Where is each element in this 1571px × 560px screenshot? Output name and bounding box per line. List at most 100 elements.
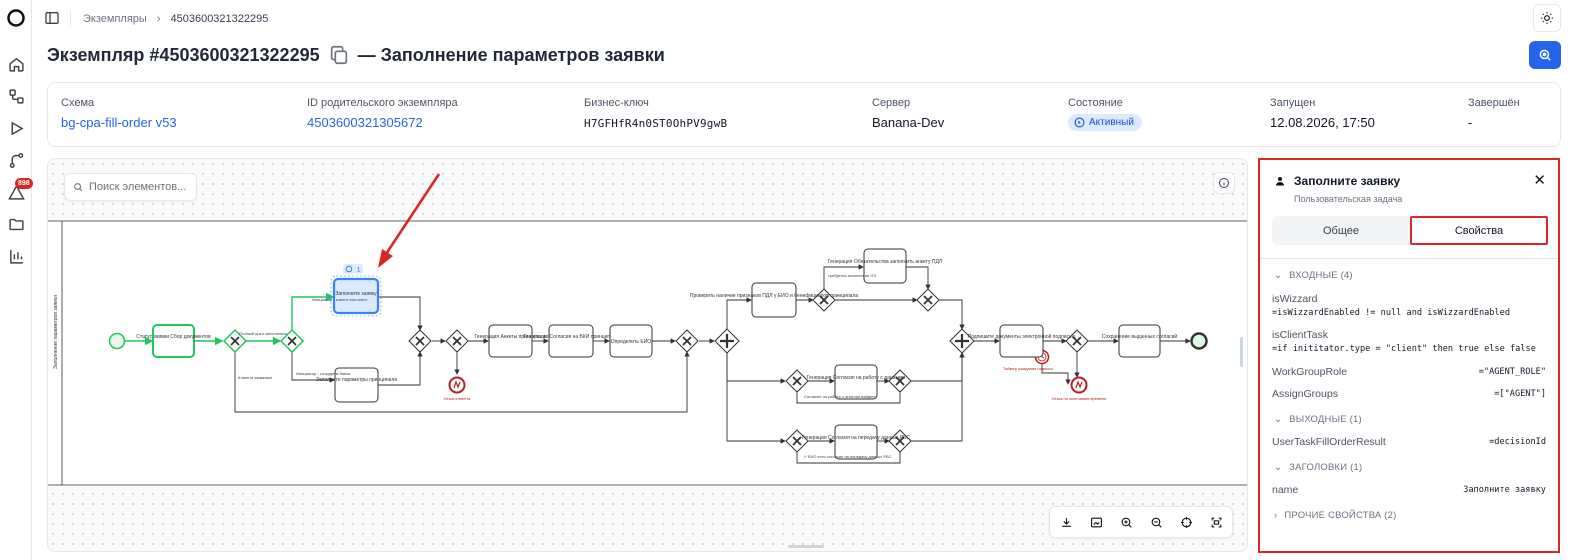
- info-label: Бизнес-ключ: [584, 97, 649, 109]
- property-name: UserTaskFillOrderResult: [1272, 436, 1386, 448]
- section-title: ВЫХОДНЫЕ (1): [1289, 414, 1362, 425]
- svg-text:Генерация Согласия на передачу: Генерация Согласия на передачу данных РБ…: [802, 435, 910, 441]
- left-sidebar: 898: [0, 0, 33, 560]
- info-label: ID родительского экземпляра: [307, 97, 458, 109]
- info-schema: Схема bg-cpa-fill-order v53: [61, 97, 177, 130]
- section-outputs[interactable]: ⌄ ВЫХОДНЫЕ (1): [1274, 414, 1362, 425]
- incidents-badge: 898: [15, 178, 33, 189]
- business-key-value: H7GFHfR4n0ST0OhPV9gwB: [584, 117, 728, 130]
- search-input[interactable]: [89, 181, 189, 193]
- divider: [1260, 258, 1558, 259]
- svg-text:Генерация Согласия на работу с: Генерация Согласия на работу с данными: [807, 375, 906, 381]
- chevron-down-icon: ⌄: [1274, 414, 1283, 425]
- bpmn-diagram[interactable]: Заполнение параметров заявки: [48, 159, 1248, 552]
- fit-screen-button[interactable]: [1204, 510, 1228, 534]
- info-label: Состояние: [1068, 97, 1123, 109]
- incidents-icon[interactable]: [6, 182, 26, 202]
- center-button[interactable]: [1174, 510, 1198, 534]
- task-consent-rbs[interactable]: Генерация Согласия на передачу данных РБ…: [802, 424, 910, 460]
- svg-text:Генерация Обязательства заполн: Генерация Обязательства заполнить анкету…: [828, 259, 942, 265]
- reports-icon[interactable]: [6, 246, 26, 266]
- server-value: Banana-Dev: [872, 115, 945, 130]
- processes-icon[interactable]: [6, 86, 26, 106]
- folder-icon[interactable]: [6, 214, 26, 234]
- tab-general[interactable]: Общее: [1322, 224, 1360, 237]
- theme-toggle-button[interactable]: [1533, 4, 1561, 32]
- start-event[interactable]: [108, 332, 126, 350]
- diagram-info-button[interactable]: [1213, 172, 1235, 194]
- pool-label: Заполнение параметров заявки: [53, 295, 59, 369]
- property-name: isWizzard: [1272, 293, 1318, 305]
- property-value: =decisionId: [1489, 437, 1546, 447]
- crosshair-icon: [1180, 516, 1192, 528]
- flow-label: Полный цикл заполнения: [239, 331, 286, 336]
- end-event[interactable]: [1190, 332, 1208, 350]
- flow-label: Инициатор - сотрудник банка: [296, 371, 351, 376]
- download-button[interactable]: [1054, 510, 1078, 534]
- svg-text:Генерация Анкеты принципала: Генерация Анкеты принципала: [474, 334, 546, 340]
- top-bar: Экземпляры › 4503600321322295: [44, 4, 1561, 32]
- active-status-icon: [1074, 117, 1085, 128]
- panel-header: Заполните заявку: [1274, 174, 1400, 188]
- info-server: Сервер Banana-Dev: [872, 97, 944, 130]
- info-label: Сервер: [872, 97, 911, 109]
- sidebar-toggle-icon[interactable]: [44, 10, 60, 29]
- logo-icon[interactable]: [6, 8, 26, 28]
- panel-tabs: Общее Свойства: [1272, 216, 1548, 245]
- task-save[interactable]: Сохранение выданных согласий: [1102, 324, 1178, 358]
- tab-properties[interactable]: Свойства: [1410, 216, 1548, 245]
- task-params[interactable]: Заполните параметры принципала: [316, 367, 397, 403]
- info-business-key: Бизнес-ключ H7GFHfR4n0ST0OhPV9gwB: [584, 97, 727, 130]
- info-state: Состояние Активный: [1068, 97, 1142, 133]
- task-eio[interactable]: Определить ЕИО: [609, 324, 653, 358]
- branch-icon[interactable]: [6, 150, 26, 170]
- breadcrumb-instances[interactable]: Экземпляры: [83, 13, 147, 25]
- search-zoom-button[interactable]: [1529, 41, 1561, 69]
- error-end-event[interactable]: [1070, 376, 1088, 394]
- info-label: Схема: [61, 97, 95, 109]
- zoom-in-icon: [1121, 517, 1132, 528]
- zoom-out-button[interactable]: [1144, 510, 1168, 534]
- task-check-pdl[interactable]: Проверить наличие признаков ПДЛ у ЕИО и …: [690, 282, 859, 318]
- resize-handle[interactable]: [788, 545, 824, 548]
- flow-label: Таймер ожидания подписи: [1003, 366, 1053, 371]
- task-sign[interactable]: Подпишите документы электронной подписью: [968, 324, 1076, 358]
- chevron-down-icon: ⌄: [1274, 462, 1283, 473]
- export-image-button[interactable]: [1084, 510, 1108, 534]
- property-name: WorkGroupRole: [1272, 366, 1348, 378]
- home-icon[interactable]: [6, 54, 26, 74]
- chevron-right-icon: ›: [156, 13, 161, 25]
- info-icon: [1219, 178, 1229, 188]
- play-icon[interactable]: [6, 118, 26, 138]
- download-icon: [1061, 517, 1071, 527]
- chevron-right-icon: ›: [1274, 510, 1278, 521]
- task-bki[interactable]: Генерация Согласия на БКИ принципала: [523, 324, 619, 358]
- parent-instance-link[interactable]: 4503600321305672: [307, 115, 423, 130]
- user-task-icon: [1276, 177, 1284, 186]
- error-end-event[interactable]: [448, 376, 466, 394]
- info-finished: Завершён -: [1468, 97, 1520, 130]
- copy-icon[interactable]: [328, 44, 350, 66]
- property-value: =if inititator.type = "client" then true…: [1272, 344, 1536, 354]
- bpmn-canvas[interactable]: Заполнение параметров заявки: [47, 158, 1248, 552]
- zoom-in-button[interactable]: [1114, 510, 1138, 534]
- element-search[interactable]: [64, 173, 197, 201]
- section-other[interactable]: › ПРОЧИЕ СВОЙСТВА (2): [1274, 510, 1397, 521]
- task-pdl[interactable]: Генерация Обязательства заполнить анкету…: [828, 248, 942, 284]
- property-name: AssignGroups: [1272, 388, 1338, 400]
- token-badge[interactable]: 1: [343, 264, 363, 274]
- schema-link[interactable]: bg-cpa-fill-order v53: [61, 115, 177, 130]
- section-title: ВХОДНЫЕ (4): [1289, 270, 1353, 281]
- task-anketa[interactable]: Генерация Анкеты принципала: [474, 324, 547, 358]
- section-headers[interactable]: ⌄ ЗАГОЛОВКИ (1): [1274, 462, 1362, 473]
- close-icon[interactable]: ✕: [1533, 172, 1546, 189]
- section-title: ПРОЧИЕ СВОЙСТВА (2): [1284, 510, 1397, 521]
- search-icon: [74, 183, 83, 192]
- diagram-toolbar: [1049, 506, 1233, 538]
- svg-text:Определить ЕИО: Определить ЕИО: [611, 339, 652, 345]
- task-consent-work[interactable]: Генерация Согласия на работу с данными: [807, 364, 906, 400]
- section-inputs[interactable]: ⌄ ВХОДНЫЕ (4): [1274, 270, 1353, 281]
- task-fill-order-selected[interactable]: Заполните заявку: [330, 275, 382, 317]
- svg-text:Заполните параметры принципала: Заполните параметры принципала: [316, 377, 397, 383]
- task-status[interactable]: Статус заявки Сбор документов: [136, 324, 211, 358]
